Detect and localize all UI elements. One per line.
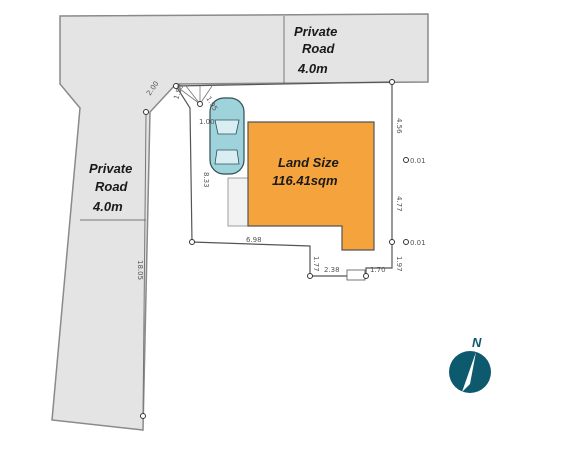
land-area <box>247 121 375 251</box>
dim-road-length: 18.05 <box>136 260 144 280</box>
road-top-label-line2: Road <box>302 41 336 56</box>
survey-points <box>140 79 409 419</box>
parking-pad <box>227 177 249 227</box>
dim-right-mid-b: 0.01 <box>410 239 426 247</box>
road-edge-line <box>142 114 147 417</box>
land-size-value: 116.41sqm <box>272 173 338 188</box>
road-left-label-line2: Road <box>95 179 129 194</box>
dim-right-mid-a: 0.01 <box>410 157 426 165</box>
road-top-label-line3: 4.0m <box>297 61 328 76</box>
dim-left: 8.33 <box>202 172 210 188</box>
lot-boundary <box>174 81 393 277</box>
north-label: N <box>472 335 482 350</box>
dim-notch-bottom: 2.38 <box>324 266 340 274</box>
dim-car: 1.00 <box>199 118 215 126</box>
road-top-label-line1: Private <box>294 24 337 39</box>
dim-right-bottom: 1.97 <box>395 256 403 272</box>
corner-cut <box>175 85 213 105</box>
land-size-label: Land Size <box>278 155 339 170</box>
road-left-label-line1: Private <box>89 161 132 176</box>
north-compass-icon: N <box>449 335 491 393</box>
dim-notch-left: 1.77 <box>312 256 320 272</box>
road-left-label-line3: 4.0m <box>92 199 123 214</box>
car-icon <box>209 97 245 175</box>
dim-bottom: 6.98 <box>246 236 262 244</box>
dim-notch-right: 1.70 <box>370 266 386 274</box>
dim-right-top: 4.56 <box>395 118 403 134</box>
dim-right-mid: 4.77 <box>395 196 403 212</box>
meter-box <box>346 269 366 281</box>
